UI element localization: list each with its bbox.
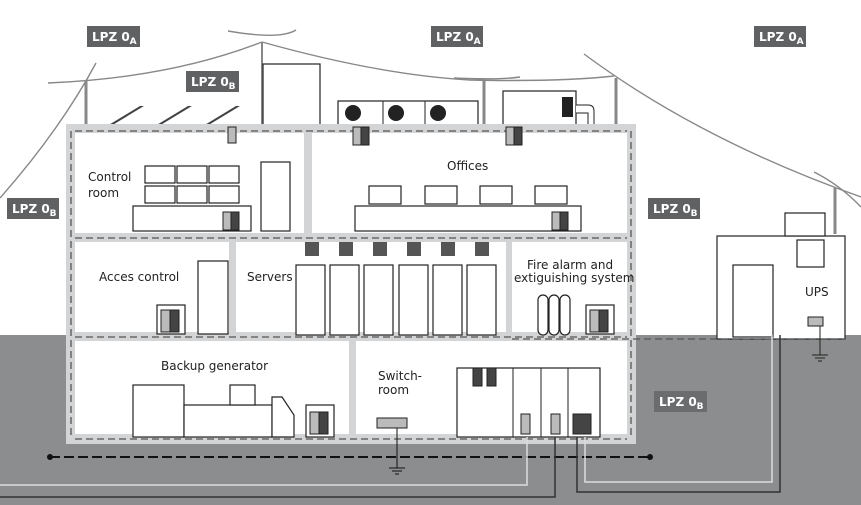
access-control-door [156, 260, 229, 335]
server-racks [295, 242, 497, 336]
zone-badge-lpz0a-left: LPZ 0A [87, 26, 140, 47]
control-room-label: Control [88, 170, 131, 184]
zone-badge-lpz0a-right: LPZ 0A [754, 26, 806, 47]
svg-text:LPZ 0A: LPZ 0A [92, 30, 137, 47]
gas-cylinders [537, 294, 615, 336]
earth-busbar [47, 428, 653, 475]
switchgear [376, 367, 601, 438]
svg-text:LPZ 0B: LPZ 0B [12, 202, 57, 219]
fire-alarm-label: Fire alarm and [527, 258, 613, 272]
cooling-fans [337, 100, 479, 127]
solar-panels [107, 106, 240, 126]
zone-badge-lpz0a-center: LPZ 0A [431, 26, 483, 47]
air-termination-wires [0, 29, 861, 234]
control-room-monitor-wall [132, 161, 291, 232]
control-room-label-2: room [88, 186, 119, 200]
zone-badge-lpz0b-left: LPZ 0B [7, 198, 59, 219]
svg-text:LPZ 0B: LPZ 0B [191, 75, 236, 92]
svg-text:LPZ 0B: LPZ 0B [659, 395, 704, 412]
zone-badge-lpz0b-right: LPZ 0B [648, 198, 700, 219]
zone-badge-lpz0b-roof: LPZ 0B [186, 71, 239, 92]
svg-text:LPZ 0A: LPZ 0A [759, 30, 804, 47]
offices-label: Offices [447, 159, 488, 173]
backup-generator-label: Backup generator [161, 359, 268, 373]
fire-alarm-label-2: extiguishing system [514, 271, 634, 285]
supply-cables [0, 335, 781, 498]
zone-badge-lpz0b-ground: LPZ 0B [654, 391, 707, 412]
office-workstations [354, 185, 582, 232]
access-control-label: Acces control [99, 270, 179, 284]
ups-building [512, 212, 846, 362]
air-conditioning-unit [502, 90, 595, 127]
svg-text:LPZ 0B: LPZ 0B [653, 202, 698, 219]
svg-text:LPZ 0A: LPZ 0A [436, 30, 481, 47]
ups-label: UPS [805, 285, 829, 299]
switchroom-label: Switch- [378, 369, 422, 383]
servers-label: Servers [247, 270, 293, 284]
backup-generator [132, 384, 335, 438]
roof-structure [262, 63, 321, 127]
switchroom-label-2: room [378, 383, 409, 397]
